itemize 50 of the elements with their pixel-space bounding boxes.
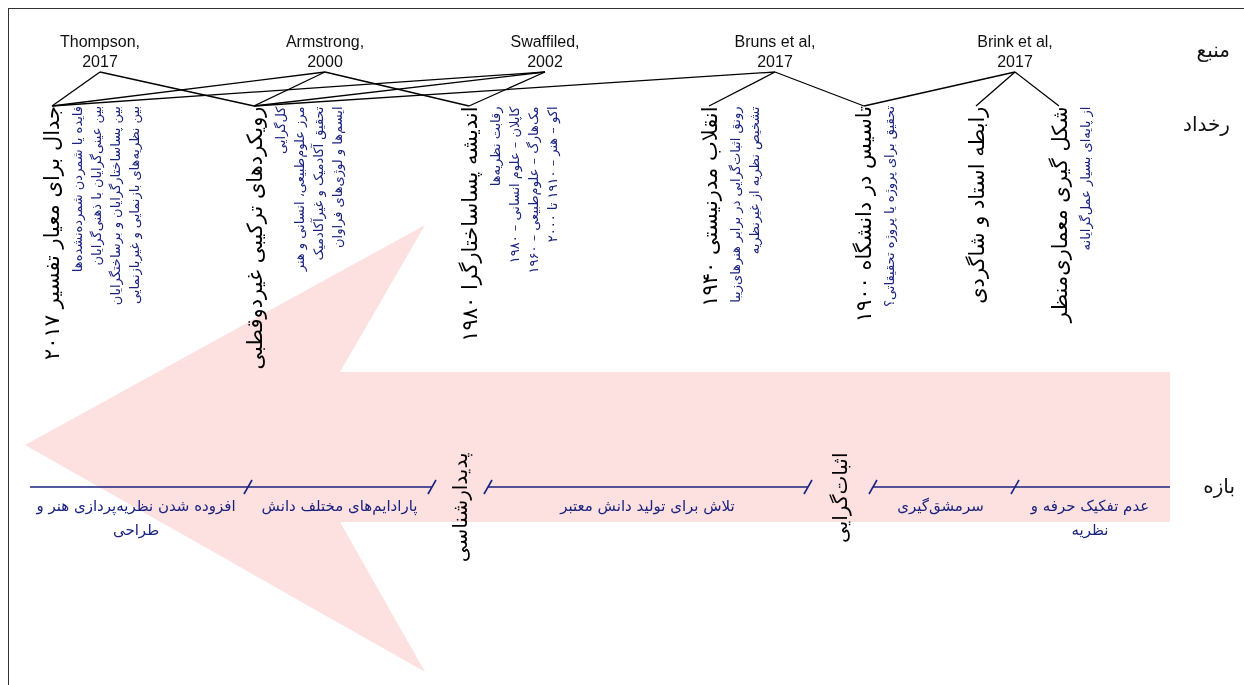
period-label: سرمشق‌گیری xyxy=(896,496,985,517)
leader-line xyxy=(253,71,326,107)
event-note: کل‌گرایی xyxy=(271,106,289,154)
event-note: فایده یا شمردن شمرده‌نشده‌ها xyxy=(69,106,86,273)
event-title: جدال برای معیار تفسیر ۲۰۱۷ xyxy=(39,106,65,360)
event-note: ایسم‌ها و لوژی‌های فراوان xyxy=(328,106,346,248)
period-label: اثبات‌گرایی xyxy=(826,452,852,545)
leader-line xyxy=(51,71,546,107)
leader-line xyxy=(468,71,546,107)
leader-line xyxy=(975,71,1016,107)
event-note: اکو – هنر – ۱۹۱۰ تا ۲۰۰۰ xyxy=(543,106,561,242)
event-title: تاسیس در دانشگاه ۱۹۰۰ xyxy=(851,106,877,323)
source-label: Brink et al, 2017 xyxy=(955,32,1075,72)
event-title: انقلاب مدرنیستی ۱۹۴۰ xyxy=(696,106,723,307)
leader-line xyxy=(863,71,1016,107)
event-note: رقابت نظریه‌ها xyxy=(486,106,504,186)
source-label: Thompson, 2017 xyxy=(40,32,160,72)
period-label: عدم تفکیک حرفه و نظریه xyxy=(1029,496,1151,541)
leader-line xyxy=(253,71,776,107)
leader-line xyxy=(774,71,865,107)
leader-line xyxy=(324,71,470,107)
event-title: رویکردهای ترکیبی غیردوقطبی xyxy=(241,106,268,370)
row-heading: بازه xyxy=(1202,474,1235,498)
event-note: مرز علوم‌طبیعی، انسانی و هنر xyxy=(290,106,308,271)
period-label: پارادایم‌های مختلف دانش xyxy=(260,496,419,518)
event-note: بین پساساختارگرایان و برساختگرایان xyxy=(107,106,124,306)
event-note: کاپلان – علوم انسانی – ۱۹۸۰ xyxy=(505,106,523,263)
period-label: تلاش برای تولید دانش معتبر xyxy=(558,496,736,517)
event-note: بین نظریه‌های بازنمایی و غیربازنمایی xyxy=(126,106,143,304)
event-note: تحقیق آکادمیک و غیرآکادمیک xyxy=(309,106,327,261)
source-label: Armstrong, 2000 xyxy=(265,32,385,72)
leader-line xyxy=(99,71,255,107)
event-note: مک‌هارگ – علوم‌طبیعی – ۱۹۶۰ xyxy=(524,106,542,273)
period-label: افزوده شدن نظریه‌پردازی هنر و طراحی xyxy=(35,496,237,541)
leader-line xyxy=(51,71,101,107)
source-label: Bruns et al, 2017 xyxy=(715,32,835,72)
event-title: اندیشه پساساختارگرا ۱۹۸۰ xyxy=(456,106,483,342)
row-heading: رخداد xyxy=(1182,112,1230,136)
period-label: پدیدارشناسی xyxy=(446,452,472,564)
event-note: از پایه‌ای بسیار عمل‌گرایانه xyxy=(1076,106,1094,250)
event-title: رابطه استاد و شاگردی xyxy=(963,106,990,304)
event-title: شکل گیری معماری‌منظر xyxy=(1046,106,1073,322)
row-heading: منبع xyxy=(1195,38,1230,62)
event-note: رونق اثبات‌گرایی در برابر هنرهای‌زیبا xyxy=(726,106,744,303)
source-label: Swaffiled, 2002 xyxy=(485,32,605,72)
event-note: تشخیص نظریه از غیرنظریه xyxy=(745,106,763,254)
event-note: بین عینی‌گرایان با ذهنی‌گرایان xyxy=(88,106,105,266)
leader-line xyxy=(708,71,776,107)
event-note: تحقیق برای پروژه یا پروژه تحقیقاتی؟ xyxy=(881,106,898,307)
leader-line xyxy=(1014,71,1060,107)
